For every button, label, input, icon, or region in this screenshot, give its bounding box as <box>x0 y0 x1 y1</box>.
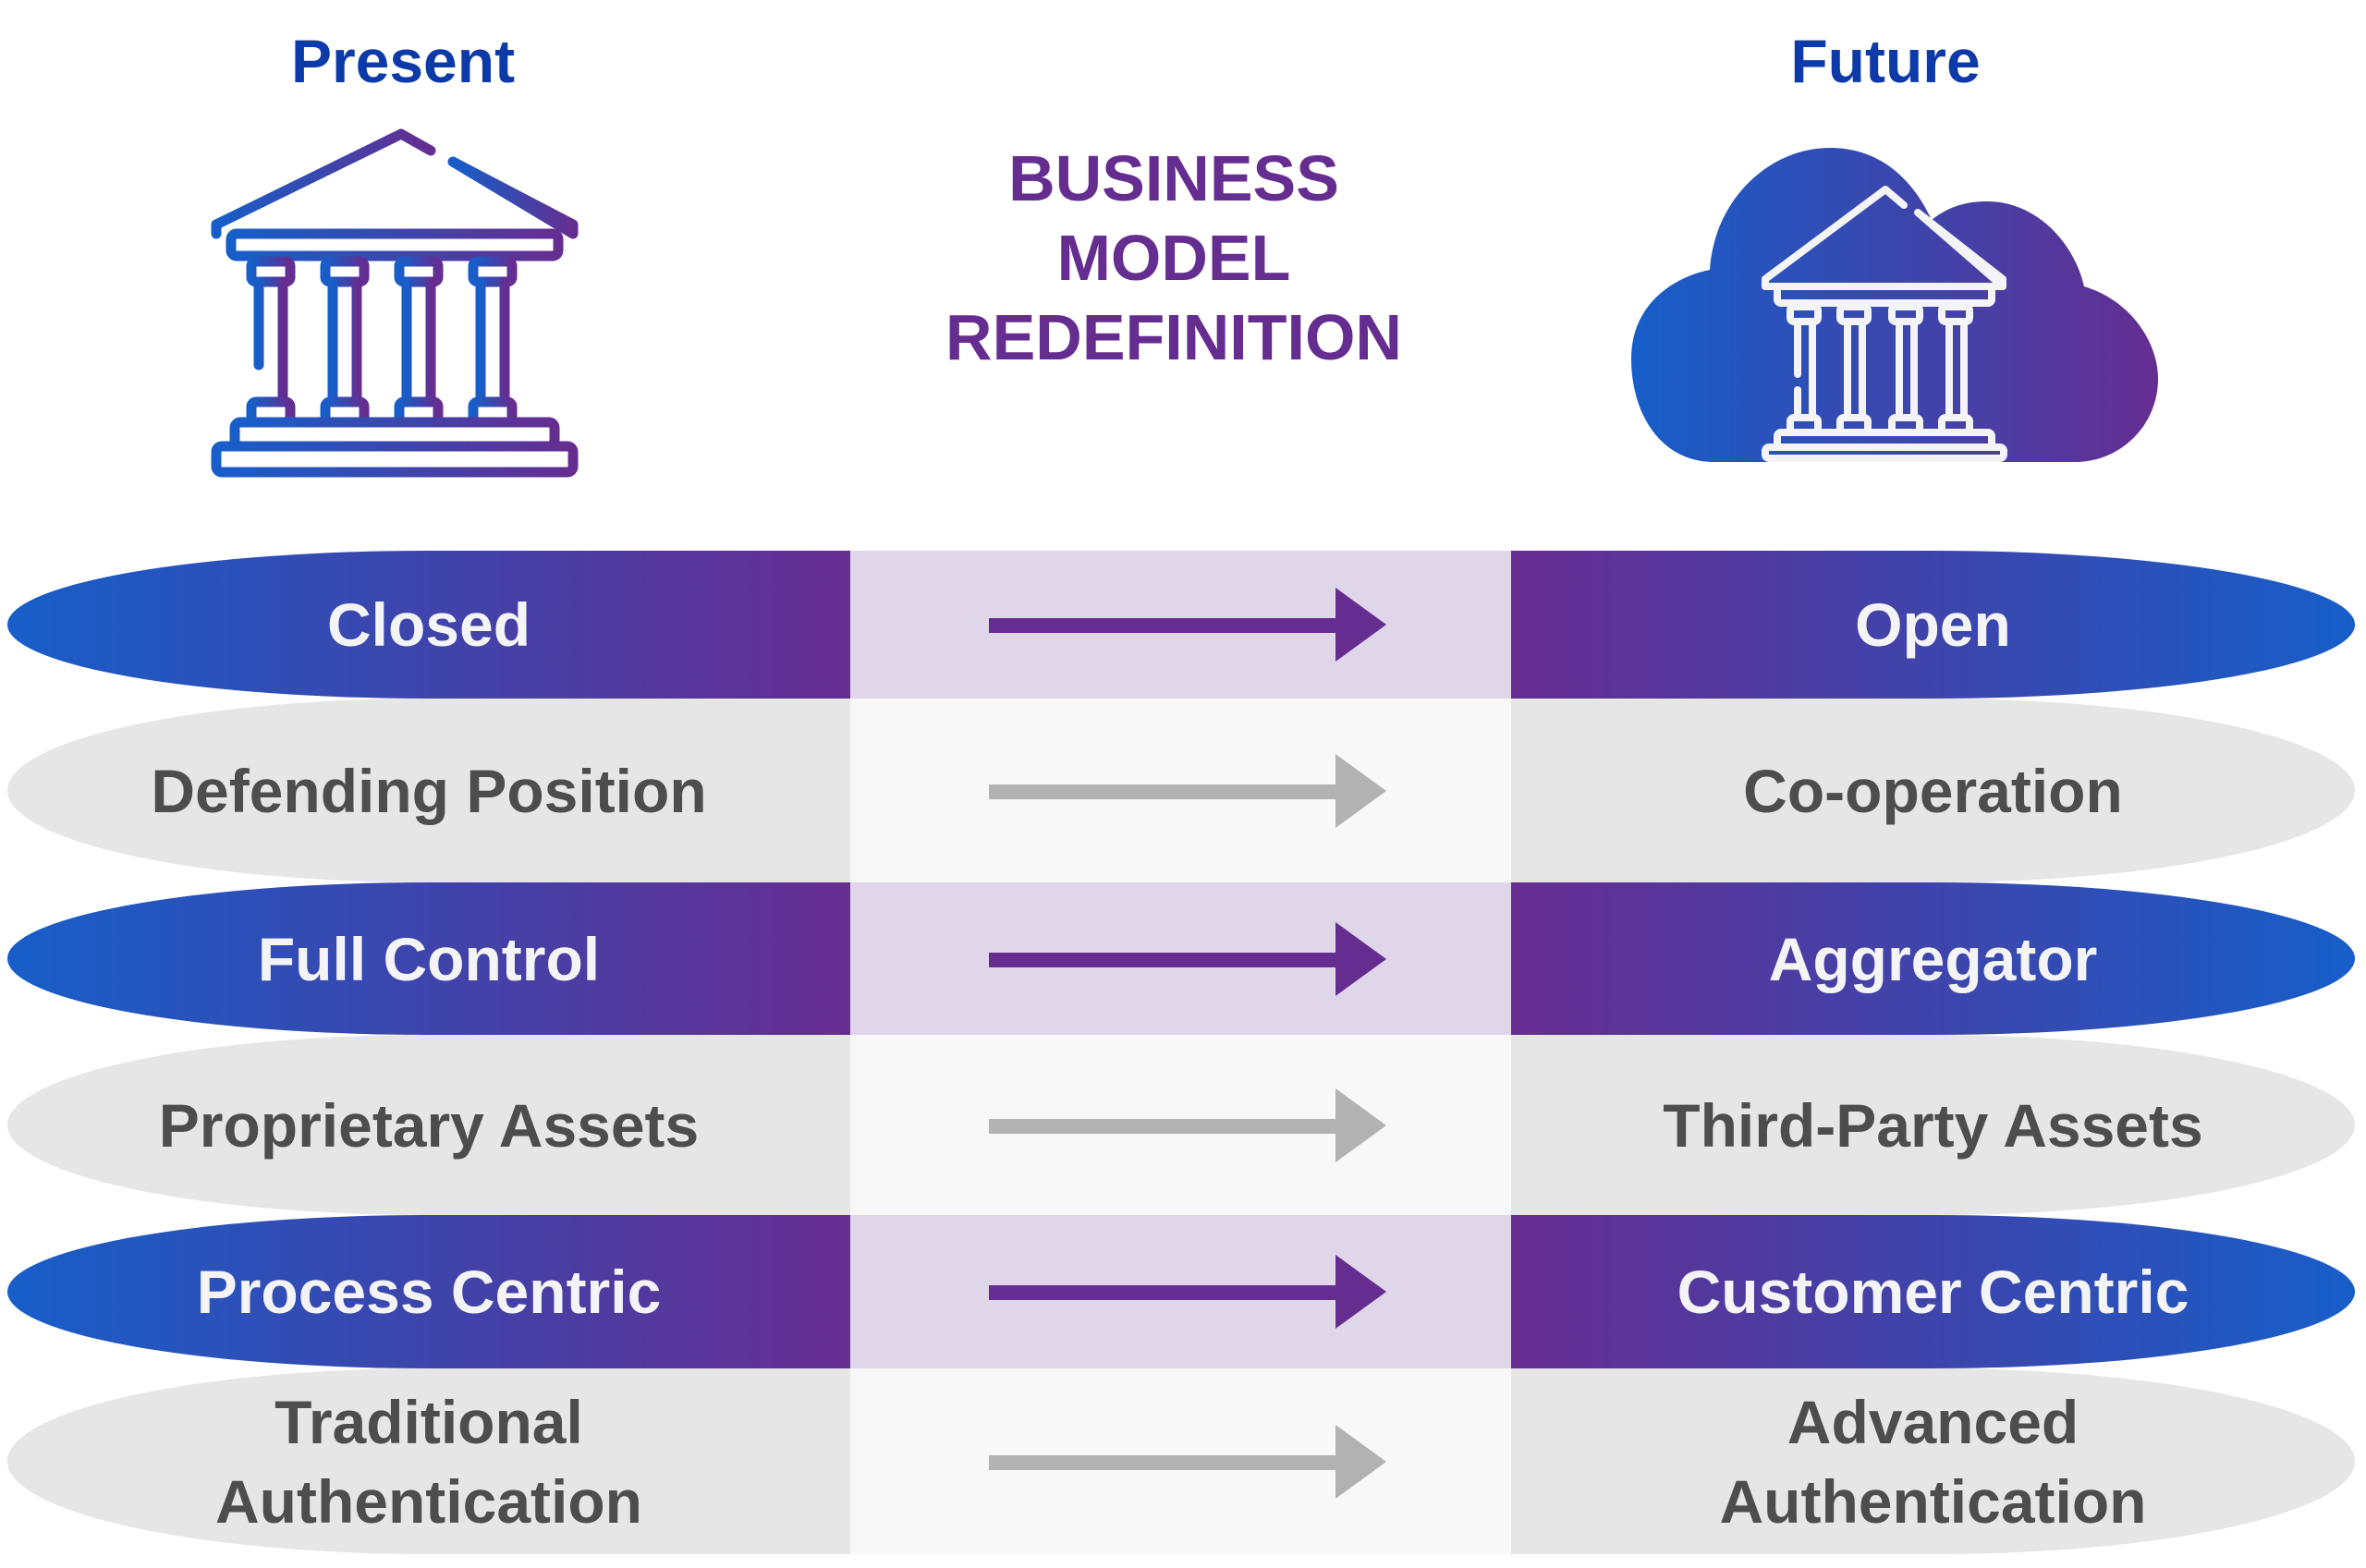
center-title-line-1: BUSINESS <box>1008 142 1339 214</box>
center-title-line-2: MODEL <box>1056 222 1291 294</box>
arrow-right-icon <box>989 921 1386 996</box>
future-pill: Third-Party Assets <box>1511 1035 2355 1215</box>
present-pill: Traditional Authentication <box>7 1368 850 1554</box>
future-pill: Open <box>1511 551 2355 699</box>
future-pill: Aggregator <box>1511 882 2355 1035</box>
present-label: Process Centric <box>196 1258 662 1326</box>
bank-building-icon <box>211 128 579 478</box>
present-pill: Defending Position <box>7 699 850 882</box>
comparison-row: Process Centric Customer Centric <box>7 1215 2355 1368</box>
present-label: Defending Position <box>151 756 707 825</box>
future-label: Open <box>1855 590 2011 659</box>
future-label: Co-operation <box>1743 756 2123 825</box>
future-label: Aggregator <box>1768 924 2098 993</box>
comparison-row: Full Control Aggregator <box>7 882 2355 1035</box>
future-label: Third-Party Assets <box>1663 1090 2203 1160</box>
present-label: Full Control <box>257 924 601 993</box>
present-column-title: Present <box>290 27 516 95</box>
present-label: Proprietary Assets <box>158 1090 700 1160</box>
transition-band <box>850 1035 1511 1215</box>
present-label: Traditional Authentication <box>215 1387 642 1536</box>
arrow-right-icon <box>989 1424 1386 1499</box>
present-pill: Proprietary Assets <box>7 1035 850 1215</box>
future-label: Customer Centric <box>1677 1258 2189 1326</box>
comparison-row: Defending Position Co-operation <box>7 699 2355 882</box>
arrow-right-icon <box>989 1088 1386 1162</box>
comparison-row: Traditional Authentication Advanced Auth… <box>7 1368 2355 1554</box>
future-pill: Co-operation <box>1511 699 2355 882</box>
future-pill: Advanced Authentication <box>1511 1368 2355 1554</box>
transition-band <box>850 882 1511 1035</box>
arrow-right-icon <box>989 1255 1386 1329</box>
future-pill: Customer Centric <box>1511 1215 2355 1368</box>
present-label: Closed <box>326 590 531 659</box>
present-pill: Process Centric <box>7 1215 850 1368</box>
present-pill: Closed <box>7 551 850 699</box>
present-pill: Full Control <box>7 882 850 1035</box>
business-model-redefinition-title: BUSINESS MODEL REDEFINITION <box>860 139 1488 377</box>
transition-band <box>850 1215 1511 1368</box>
transition-band <box>850 1368 1511 1554</box>
center-title-line-3: REDEFINITION <box>945 301 1402 373</box>
transition-band <box>850 551 1511 699</box>
comparison-row: Closed Open <box>7 551 2355 699</box>
arrow-right-icon <box>989 588 1386 662</box>
arrow-right-icon <box>989 753 1386 828</box>
future-label: Advanced Authentication <box>1719 1387 2147 1536</box>
comparison-row: Proprietary Assets Third-Party Assets <box>7 1035 2355 1215</box>
transition-band <box>850 699 1511 882</box>
future-column-title: Future <box>1790 27 1981 95</box>
cloud-bank-icon <box>1631 148 2158 462</box>
